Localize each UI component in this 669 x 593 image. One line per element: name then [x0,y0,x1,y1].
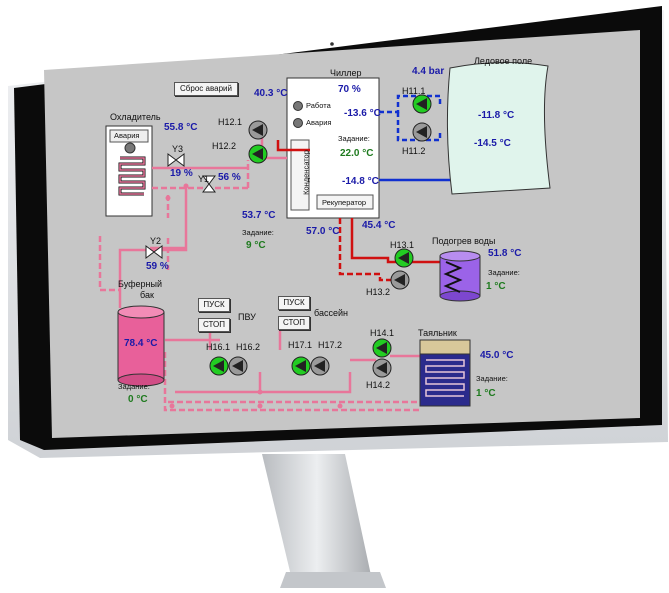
valve-y1-value: 56 % [218,172,241,183]
condenser-setpoint-value: 9 °C [246,240,266,251]
chiller-percent: 70 % [338,84,361,95]
pump-h12-1-label: H12.1 [218,117,243,127]
pump-h11-1-label: H11.1 [402,86,426,96]
buffer-title-line2: бак [140,290,154,300]
monitor-stand [262,454,372,580]
chiller-alarm-led [293,118,303,128]
cooler-alarm-label: Авария [114,131,140,140]
valves-group [145,153,216,259]
pump-h14-2-label: H14.2 [366,380,391,390]
pvu-stop-button[interactable]: СТОП [198,318,230,332]
recuperator-temp: 57.0 °C [306,226,340,237]
pvu-start-button[interactable]: ПУСК [198,298,230,312]
valve-y3-value: 19 % [170,168,193,179]
condenser-box [290,139,310,211]
melter-title: Таяльник [418,328,457,338]
chiller-evap-in-temp: -13.6 °C [344,108,381,119]
ice-field [446,61,551,195]
pool-stop-button[interactable]: СТОП [278,316,310,330]
chiller-setpoint-label: Задание: [338,134,370,143]
buffer-tank [117,305,165,387]
pump-h16-2-label: H16.2 [236,342,261,352]
chiller-work-label: Работа [306,101,331,110]
hot-pipes [98,130,440,412]
camera-dot [330,42,334,46]
ice-temp-1: -11.8 °C [478,110,515,121]
ice-pressure: 4.4 bar [412,66,445,77]
melter-setpoint-label: Задание: [476,374,508,383]
cooler-coil-inner [119,157,145,195]
chiller-work-led [293,101,303,111]
condenser-label: Конденсатор [301,150,311,195]
pool-start-button[interactable]: ПУСК [278,296,310,310]
valve-y2-value: 59 % [146,261,169,272]
melter-setpoint-value: 1 °C [476,388,496,399]
water-heater-setpoint-value: 1 °C [486,281,506,292]
reset-alarms-button[interactable]: Сброс аварий [174,82,238,96]
pump-h16-1-label: H16.1 [206,342,231,352]
cooler-alarm-box [109,129,149,143]
pump-h14-1-label: H14.1 [370,328,395,338]
cooler-title: Охладитель [110,112,161,122]
chiller-alarm-label: Авария [306,118,332,127]
pool-title: бассейн [314,308,348,318]
condenser-out-temp: 53.7 °C [242,210,276,221]
valve-y3-label: Y3 [172,144,184,154]
valve-y2-label: Y2 [150,236,162,246]
water-heater-temp: 51.8 °C [488,248,522,259]
cooler-alarm-led [124,142,136,154]
chiller-setpoint-value: 22.0 °C [340,148,374,159]
buffer-setpoint-label: Задание: [118,382,150,391]
buffer-temp: 78.4 °C [124,338,158,349]
water-heater-title: Подогрев воды [432,236,496,246]
cooler-temp: 55.8 °C [164,122,198,133]
recuperator-label: Рекуператор [322,198,367,207]
pump-h17-1-label: H17.1 [288,340,313,350]
pumps-group [209,94,432,378]
pump-h13-1-label: H13.1 [390,240,415,250]
melter-temp: 45.0 °C [480,350,514,361]
buffer-title-line1: Буферный [118,279,162,289]
recuperator-out-temp: 45.4 °C [362,220,396,231]
condenser-setpoint-label: Задание: [242,228,274,237]
pump-h12-2-label: H12.2 [212,141,237,151]
condenser-in-temp: 40.3 °C [254,88,288,99]
pvu-title: ПВУ [238,312,256,322]
valve-y1-label: Y1 [198,174,210,184]
ice-field-title: Ледовое поле [474,56,533,66]
ice-temp-2: -14.5 °C [474,138,511,149]
buffer-setpoint-value: 0 °C [128,394,148,405]
chiller-title: Чиллер [330,68,362,78]
melter-unit [419,339,471,407]
pump-h13-2-label: H13.2 [366,287,391,297]
chiller-evap-out-temp: -14.8 °C [342,176,379,187]
monitor-stand-foot [280,572,386,588]
pump-h17-2-label: H17.2 [318,340,343,350]
pipe-junctions [165,183,343,409]
water-heater-setpoint-label: Задание: [488,268,520,277]
recuperator-box [316,194,374,210]
pump-h11-2-label: H11.2 [402,146,426,156]
water-heater-tank [439,250,481,302]
